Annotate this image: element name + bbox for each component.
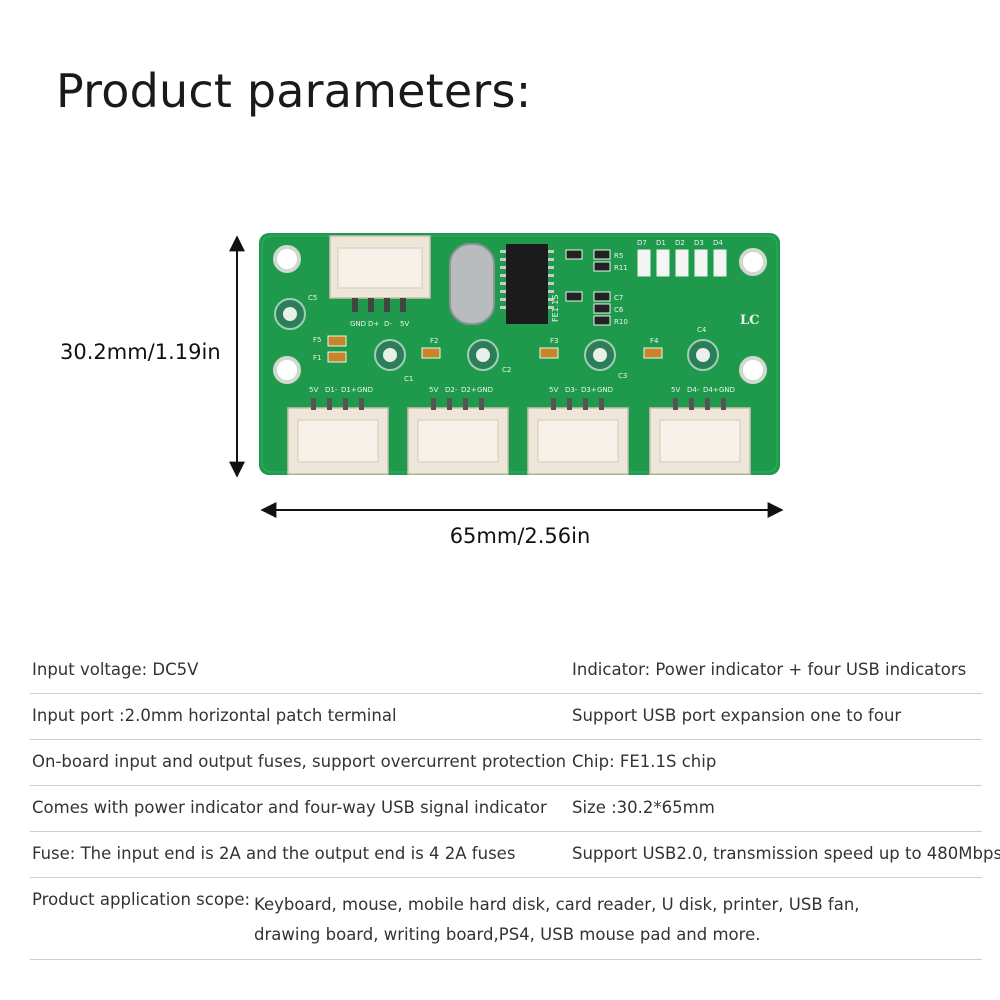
spec-left: Comes with power indicator and four-way …	[32, 798, 547, 817]
product-figure: GND D+ D- 5V D7 D1 D2 D3 D4 R5 R11 C7 C6…	[229, 233, 784, 518]
silk-led-5: D4	[713, 239, 723, 247]
width-dimension-label-wrap: 65mm/2.56in	[0, 524, 1000, 548]
silk-cap-5: C4	[697, 326, 707, 334]
spec-right: Chip: FE1.1S chip	[572, 752, 717, 771]
application-scope-label: Product application scope:	[32, 890, 251, 909]
silk-fuse-2: F1	[313, 354, 321, 362]
spec-right: Support USB2.0, transmission speed up to…	[572, 844, 1000, 863]
indicator-leds	[637, 249, 727, 277]
spec-row: Input port :2.0mm horizontal patch termi…	[30, 694, 982, 740]
silk-fuse-5: F4	[650, 337, 659, 345]
spec-row: Fuse: The input end is 2A and the output…	[30, 832, 1000, 878]
silk-port1-pin1: 5V	[309, 386, 318, 394]
silk-res-3: C7	[614, 294, 623, 302]
spec-left: On-board input and output fuses, support…	[32, 752, 567, 771]
silk-pin-top-2: D+	[368, 320, 379, 328]
spec-right: Size :30.2*65mm	[572, 798, 715, 817]
silk-res-5: R10	[614, 318, 628, 326]
silk-fuse-4: F3	[550, 337, 558, 345]
spec-right: Support USB port expansion one to four	[572, 706, 902, 725]
height-dimension-label: 30.2mm/1.19in	[60, 340, 221, 364]
width-dimension-label: 65mm/2.56in	[449, 524, 591, 548]
mounting-holes	[273, 245, 767, 384]
silk-pin-top-4: 5V	[400, 320, 409, 328]
silk-port3-pin2: D3-	[565, 386, 578, 394]
capacitors	[274, 298, 719, 371]
silk-pin-top-3: D-	[384, 320, 392, 328]
silk-cap-1: C5	[308, 294, 317, 302]
silk-led-3: D2	[675, 239, 685, 247]
application-scope-line-2: drawing board, writing board,PS4, USB mo…	[254, 925, 761, 944]
silk-port2-pin2: D2-	[445, 386, 458, 394]
silk-fuse-3: F2	[430, 337, 438, 345]
silk-port2-pin1: 5V	[429, 386, 438, 394]
silk-port1-pin4: GND	[357, 386, 373, 394]
silk-res-4: C6	[614, 306, 624, 314]
silk-port4-pin2: D4-	[687, 386, 700, 394]
application-scope-row: Product application scope: Keyboard, mou…	[30, 878, 982, 960]
silk-cap-4: C3	[618, 372, 627, 380]
silk-pin-top-1: GND	[350, 320, 366, 328]
spec-row: Input voltage: DC5V Indicator: Power ind…	[30, 648, 982, 694]
silk-port3-pin3: D3+	[581, 386, 597, 394]
spec-right: Indicator: Power indicator + four USB in…	[572, 660, 967, 679]
spec-left: Input voltage: DC5V	[32, 660, 199, 679]
silk-port4-pin4: GND	[719, 386, 735, 394]
application-scope-text: Keyboard, mouse, mobile hard disk, card …	[254, 890, 894, 950]
silk-fuse-1: F5	[313, 336, 321, 344]
smd-components	[565, 249, 611, 326]
silk-port2-pin4: GND	[477, 386, 493, 394]
usb-hub-chip	[500, 244, 554, 324]
silk-port4-pin3: D4+	[703, 386, 719, 394]
silk-led-4: D3	[694, 239, 704, 247]
silk-cap-3: C2	[502, 366, 511, 374]
silk-chip-marking: FE1.1S	[551, 295, 560, 322]
silk-port3-pin1: 5V	[549, 386, 558, 394]
silk-port2-pin3: D2+	[461, 386, 477, 394]
spec-left: Fuse: The input end is 2A and the output…	[32, 844, 516, 863]
fuses	[327, 335, 663, 363]
crystal-oscillator	[449, 243, 495, 325]
silk-port3-pin4: GND	[597, 386, 613, 394]
spec-row: Comes with power indicator and four-way …	[30, 786, 982, 832]
silk-port4-pin1: 5V	[671, 386, 680, 394]
spec-row: On-board input and output fuses, support…	[30, 740, 982, 786]
silk-led-1: D7	[637, 239, 647, 247]
usb-output-connectors	[287, 398, 751, 475]
silk-led-2: D1	[656, 239, 666, 247]
silk-cap-2: C1	[404, 375, 413, 383]
specs-table: Input voltage: DC5V Indicator: Power ind…	[30, 648, 1000, 960]
silk-res-1: R5	[614, 252, 623, 260]
input-connector	[329, 235, 431, 312]
pcb-board: GND D+ D- 5V D7 D1 D2 D3 D4 R5 R11 C7 C6…	[259, 233, 780, 475]
spec-left: Input port :2.0mm horizontal patch termi…	[32, 706, 397, 725]
silk-port1-pin3: D1+	[341, 386, 357, 394]
page-title: Product parameters:	[56, 64, 532, 118]
silk-logo: LC	[740, 313, 760, 328]
silk-res-2: R11	[614, 264, 628, 272]
silk-port1-pin2: D1-	[325, 386, 338, 394]
application-scope-line-1: Keyboard, mouse, mobile hard disk, card …	[254, 895, 860, 914]
